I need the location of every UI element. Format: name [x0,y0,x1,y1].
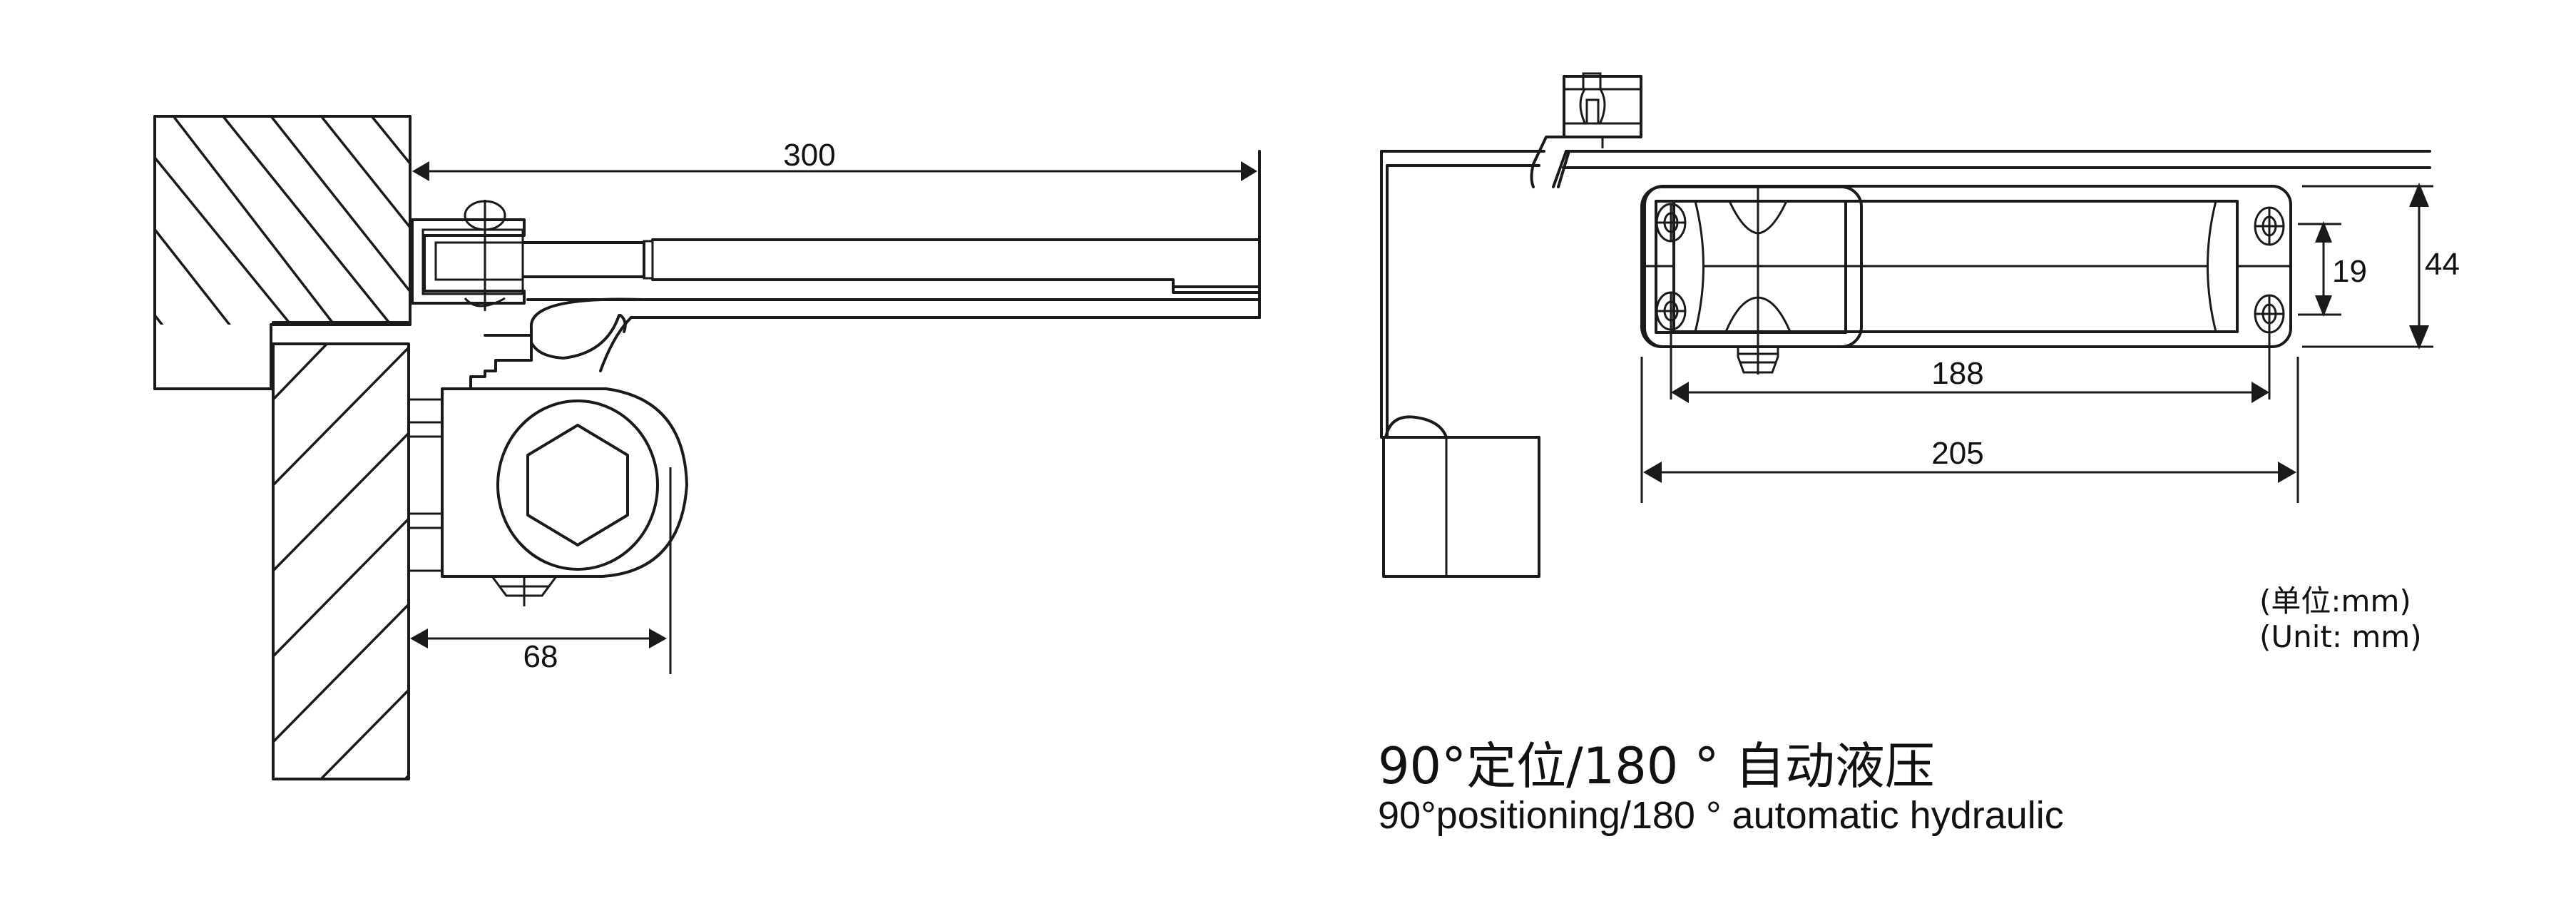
dimension-label-68: 68 [523,639,558,674]
arm-connector [1530,136,1570,188]
dimension-68: 68 [410,467,672,674]
unit-note-cn: (单位:mm) [2259,584,2411,619]
unit-note-en: (Unit: mm) [2259,619,2422,654]
left-view: 300 68 [153,115,1261,780]
arm-bracket [411,200,526,311]
elbow-linkage [469,297,643,390]
hex-spindle-icon [526,424,629,546]
main-arm [523,150,1261,319]
dimension-205: 205 [1640,357,2299,503]
mount-hole-bottom-left-icon [1655,291,1687,400]
door-stop-block [1382,415,1540,578]
mount-hole-top-right-icon [2254,206,2285,246]
dimension-300: 300 [412,138,1257,181]
dimension-44: 44 [2302,183,2460,350]
dimension-label-205: 205 [1931,436,1983,471]
mount-hole-bottom-right-icon [2254,294,2285,400]
frame-block-hatched [153,115,412,390]
arm-shoe [1563,72,1642,148]
caption-en: 90°positioning/180 ° automatic hydraulic [1378,794,2064,837]
mount-hole-top-left-icon [1655,203,1687,243]
door-leaf-hatched [272,321,412,780]
dimension-188: 188 [1671,356,2269,403]
right-view: 19 44 188 205 [1380,72,2460,578]
dimension-19: 19 [2298,221,2367,317]
dimension-label-44: 44 [2425,247,2460,282]
dimension-label-19: 19 [2332,254,2367,289]
dimension-label-188: 188 [1931,356,1983,391]
caption-cn: 90°定位/180 ° 自动液压 [1378,737,1935,795]
closer-body [407,387,688,606]
frame-profile [1380,150,2431,439]
closer-body-main [1643,185,2292,400]
dimension-label-300: 300 [783,138,835,173]
